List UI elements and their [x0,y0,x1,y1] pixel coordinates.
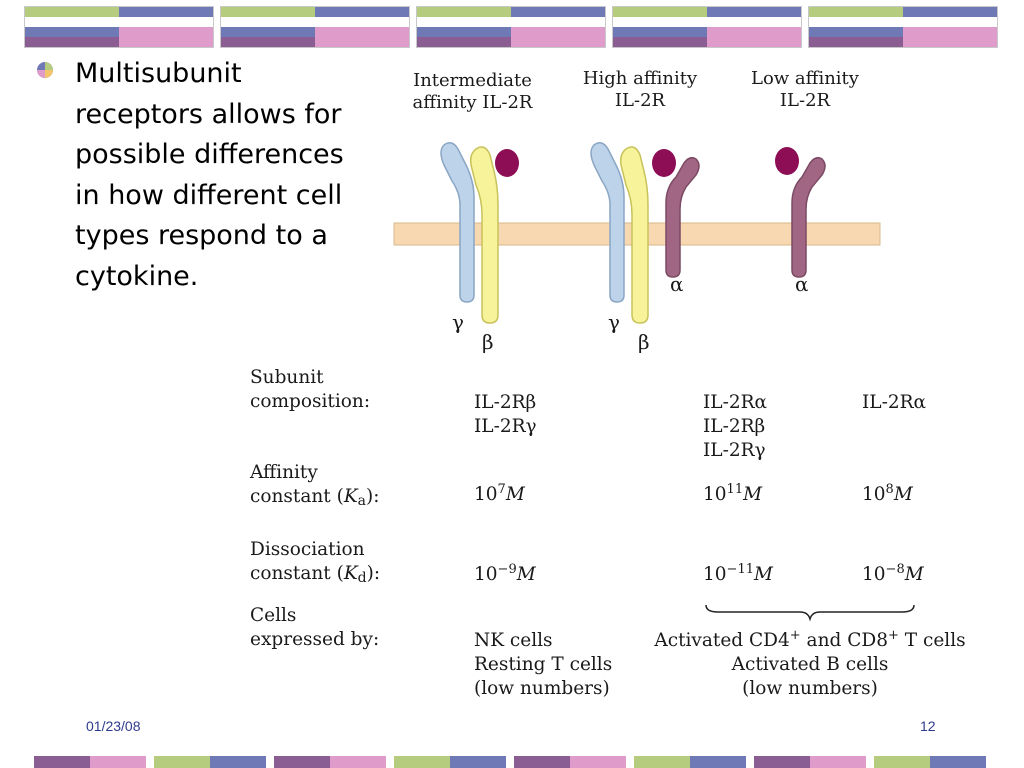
subunit-label-beta: β [638,330,650,354]
top-bar-block [24,6,214,48]
alpha-chain [791,156,826,278]
beta-chain [619,146,649,324]
subunit-low: IL-2Rα [862,392,927,413]
il2-ligand [495,149,519,177]
top-bar-block [220,6,410,48]
cells-high-low: Activated CD4+ and CD8+ T cells Activate… [654,628,966,699]
bottom-decorative-bar [0,756,1024,768]
bullet-text: Multisubunit receptors allows for possib… [75,58,344,292]
subunit-label-gamma: γ [608,310,620,334]
grouping-brace [705,604,915,621]
affinity-high: 1011M [703,482,763,505]
receptor-diagram [393,142,881,324]
subunit-label-gamma: γ [452,310,464,334]
top-bar-block [808,6,998,48]
il2-ligand [775,147,799,175]
footer-date: 01/23/08 [86,718,141,734]
beta-chain [469,146,499,324]
subunit-label-alpha: α [795,272,809,296]
dissociation-high: 10−11M [703,562,773,585]
gamma-chain [590,142,625,303]
alpha-chain [665,156,700,278]
affinity-intermediate: 107M [474,482,525,505]
top-bar-block [612,6,802,48]
dissociation-low: 10−8M [862,562,924,585]
row-label-dissociation: Dissociation constant (Kd): [250,539,381,586]
affinity-low: 108M [862,482,913,505]
subunit-label-beta: β [482,330,494,354]
top-bar-block [416,6,606,48]
bullet-icon [37,62,53,78]
footer-page-number: 12 [920,718,936,734]
il2-ligand [652,149,676,177]
gamma-chain [440,142,475,303]
dissociation-intermediate: 10−9M [474,562,536,585]
top-decorative-bar [0,0,1024,52]
row-label-affinity: Affinity constant (Ka): [250,462,380,509]
subunit-label-alpha: α [670,272,684,296]
